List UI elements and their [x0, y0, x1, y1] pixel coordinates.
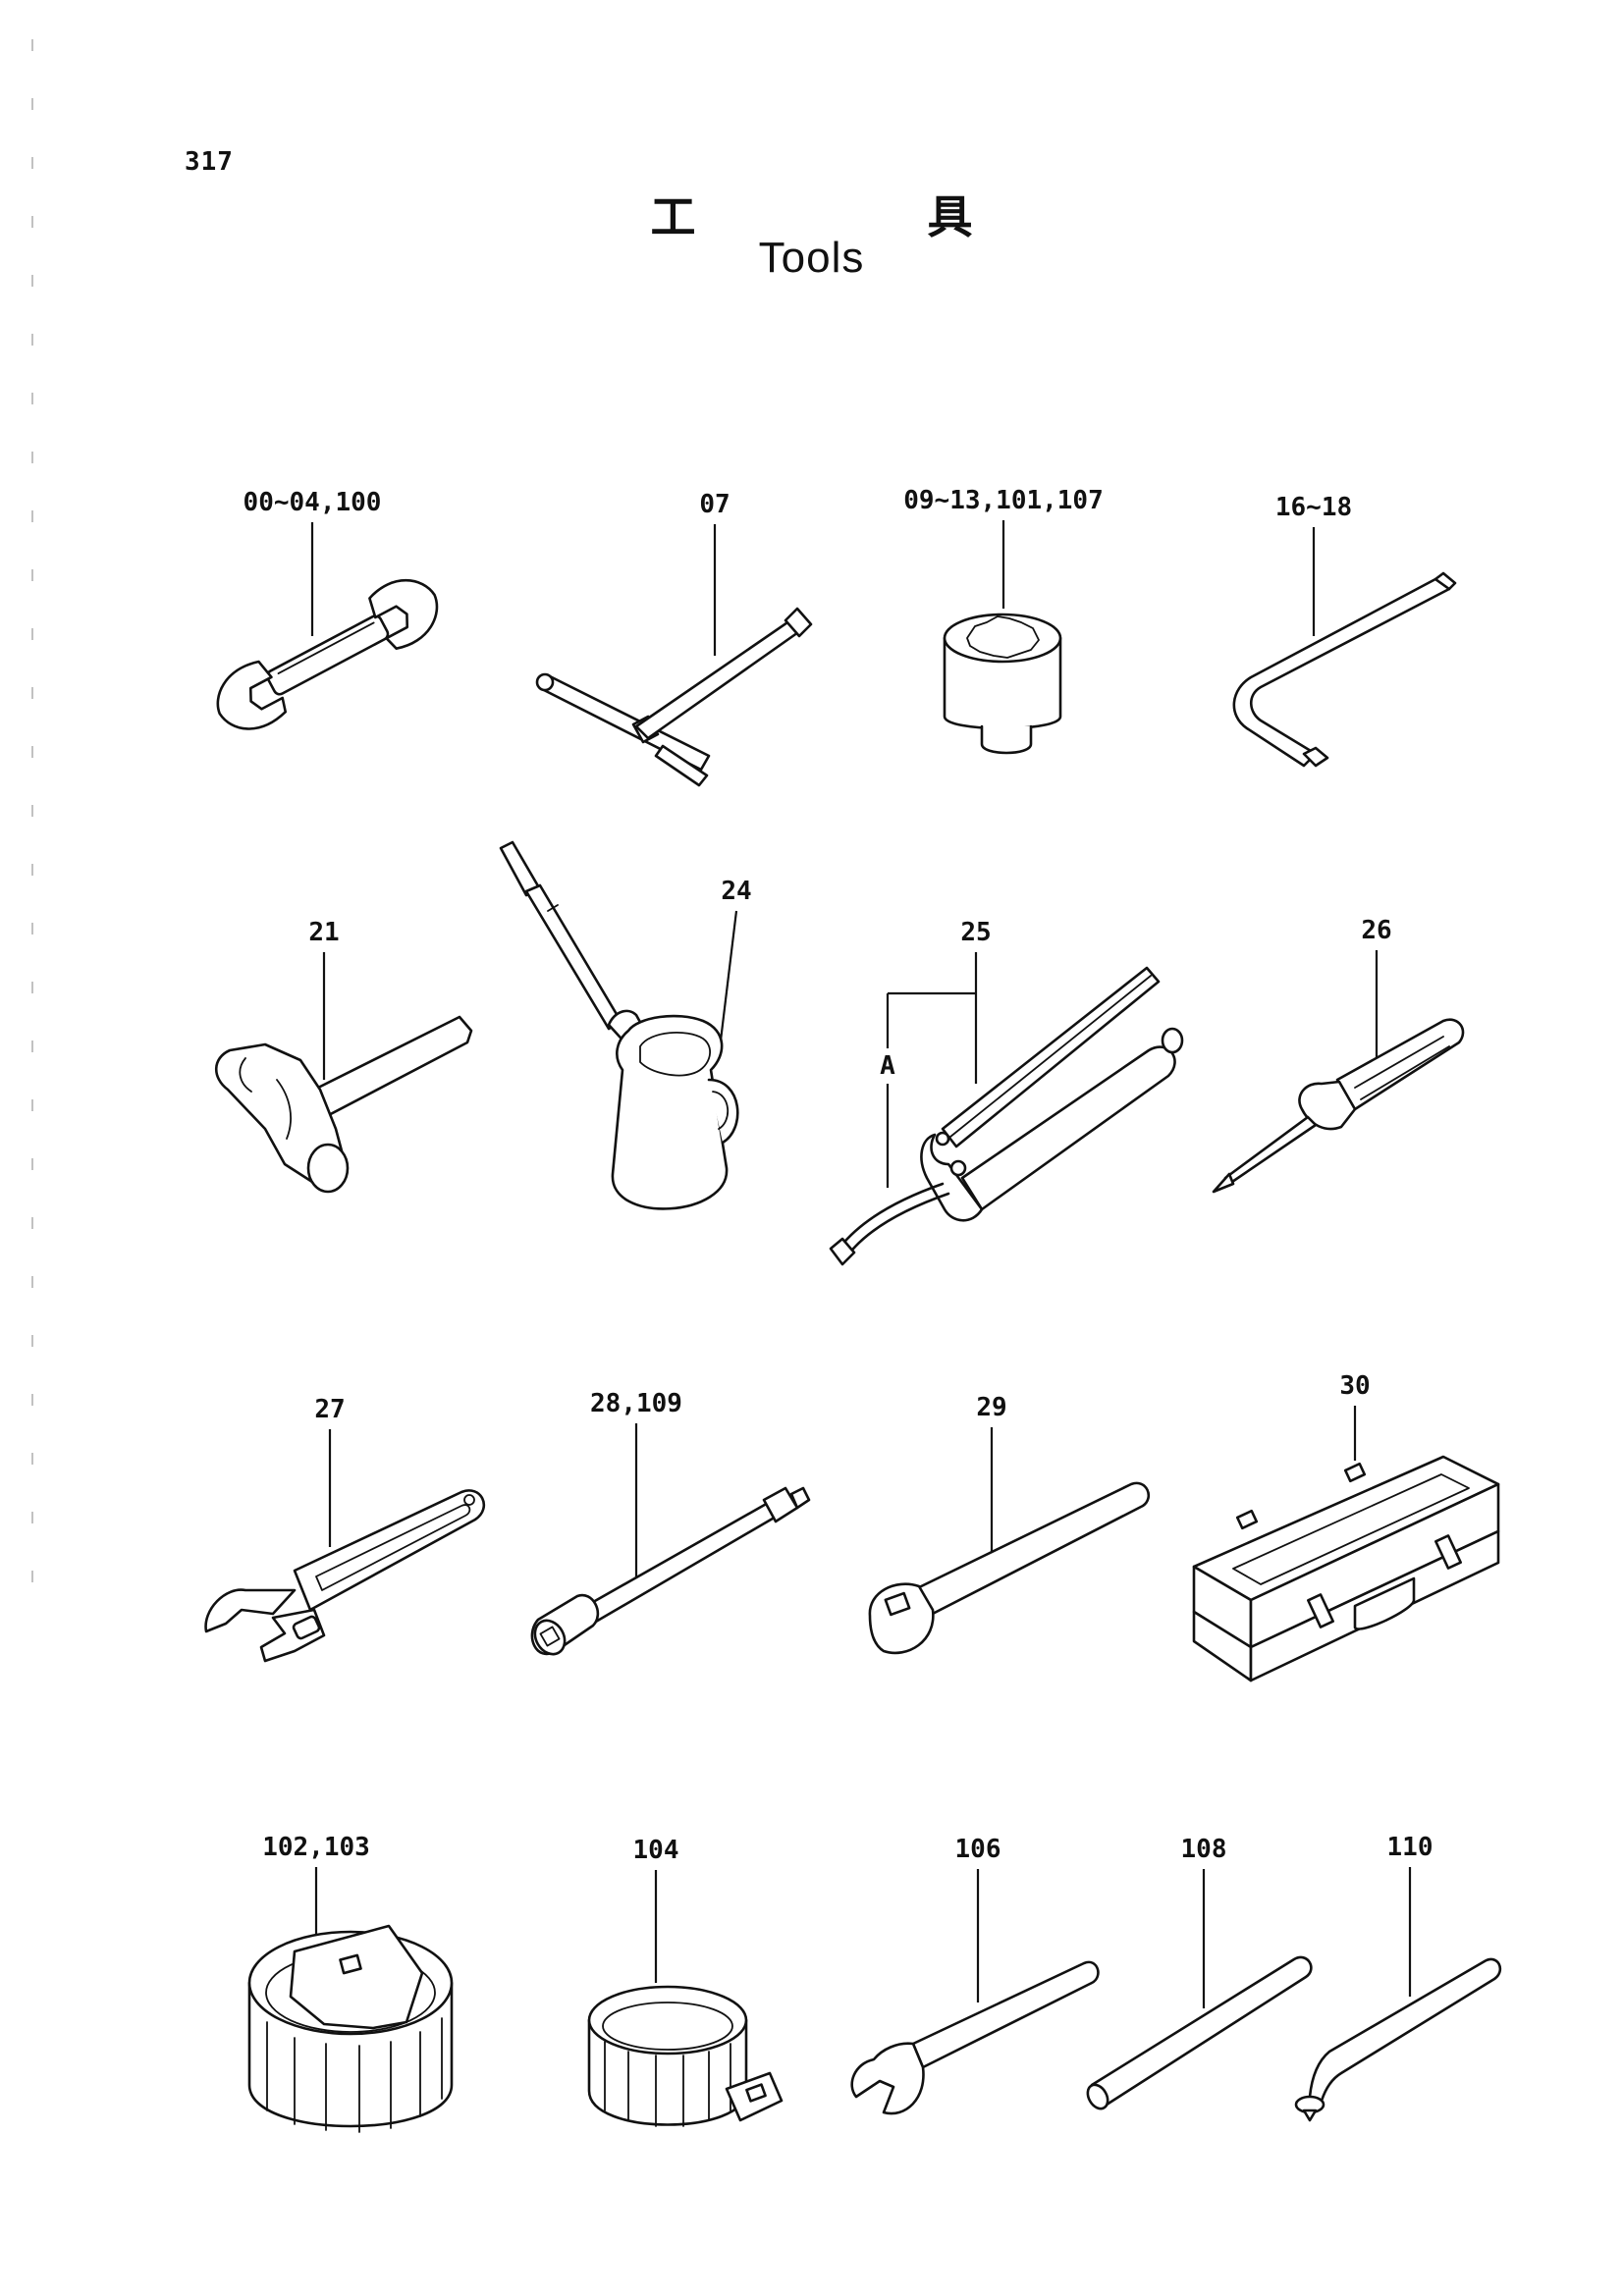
label-grease-gun: 25: [960, 918, 991, 947]
label-tool-box: 30: [1339, 1371, 1370, 1401]
label-hex-key: 16~18: [1275, 493, 1352, 522]
label-bar: 108: [1181, 1835, 1227, 1864]
page-number: 317: [185, 147, 234, 177]
single-open-end-spanner: 106: [850, 1835, 1100, 2115]
label-socket: 09~13,101,107: [903, 486, 1104, 515]
label-single-spanner: 106: [955, 1835, 1001, 1864]
label-extension-bar: 28,109: [590, 1389, 682, 1418]
scan-edge-marks: [31, 39, 33, 1610]
page-title-japanese: 工 具: [650, 190, 973, 243]
leader-oil-can: [719, 910, 738, 1041]
label-spanner: 00~04,100: [243, 488, 382, 517]
oil-can: 24: [499, 840, 752, 1210]
tool-box: 30: [1192, 1371, 1500, 1682]
label-ratchet-handle: 29: [976, 1393, 1006, 1422]
bar: 108: [1086, 1835, 1313, 2110]
ratchet-handle: 29: [868, 1393, 1150, 1655]
label-adjustable-wrench: 27: [314, 1395, 345, 1424]
adjustable-wrench: 27: [204, 1395, 486, 1663]
label-bent-bar: 110: [1387, 1833, 1434, 1862]
double-open-end-spanner: 00~04,100: [216, 488, 439, 730]
hex-key: 16~18: [1232, 493, 1457, 768]
screwdriver: 26: [1212, 916, 1465, 1194]
filter-wrench-cap: 102,103: [247, 1833, 454, 2133]
socket: 09~13,101,107: [903, 486, 1104, 755]
label-hammer: 21: [308, 918, 339, 947]
label-filter-wrench-band: 104: [633, 1836, 679, 1865]
ball-pein-hammer: 21: [214, 918, 473, 1194]
page-title-english: Tools: [758, 234, 865, 282]
extension-bar: 28,109: [530, 1389, 811, 1656]
t-wrench: 07: [535, 490, 813, 787]
label-screwdriver: 26: [1361, 916, 1391, 945]
filter-wrench-band: 104: [587, 1836, 784, 2127]
grease-gun: 25 A: [829, 918, 1184, 1266]
bent-bar: 110: [1294, 1833, 1502, 2122]
label-hose-a: A: [880, 1051, 895, 1081]
label-oil-can: 24: [721, 877, 751, 906]
label-filter-wrench-cap: 102,103: [262, 1833, 370, 1862]
label-t-wrench: 07: [699, 490, 730, 519]
